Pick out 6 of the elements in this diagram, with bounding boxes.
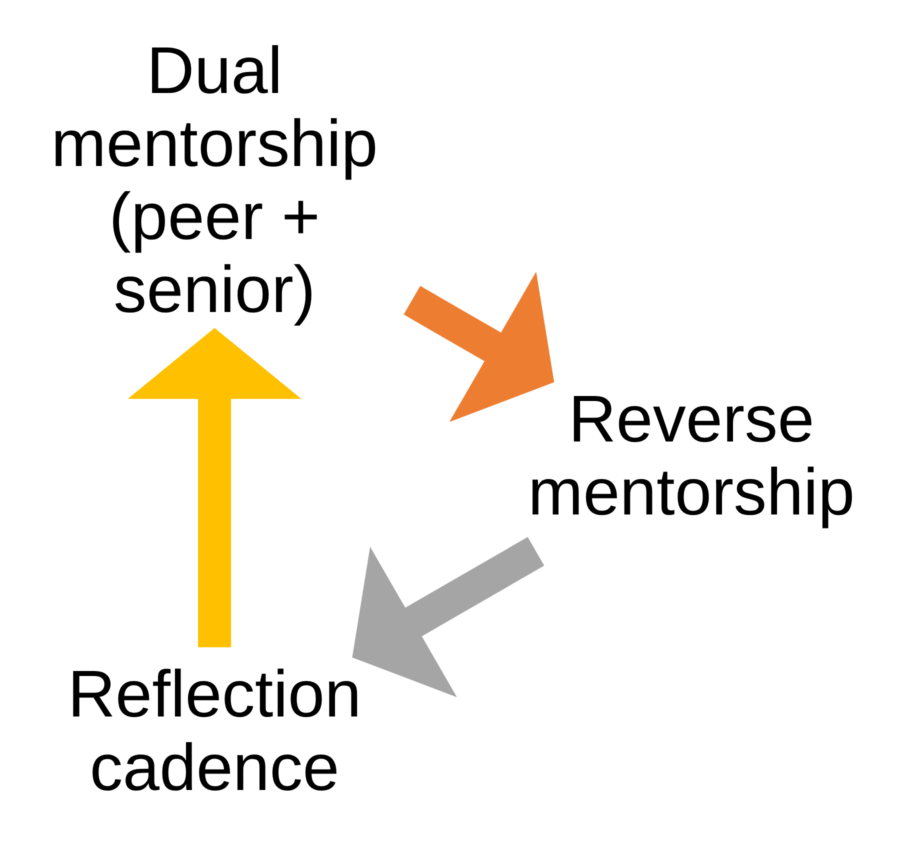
arrow <box>404 271 554 422</box>
node-text: Dual mentorship (peer + senior) <box>51 32 378 326</box>
node-text: Reverse mentorship <box>528 380 855 528</box>
arrow <box>128 327 302 647</box>
node-text: Reflection cadence <box>68 656 362 804</box>
arrow <box>352 536 544 697</box>
